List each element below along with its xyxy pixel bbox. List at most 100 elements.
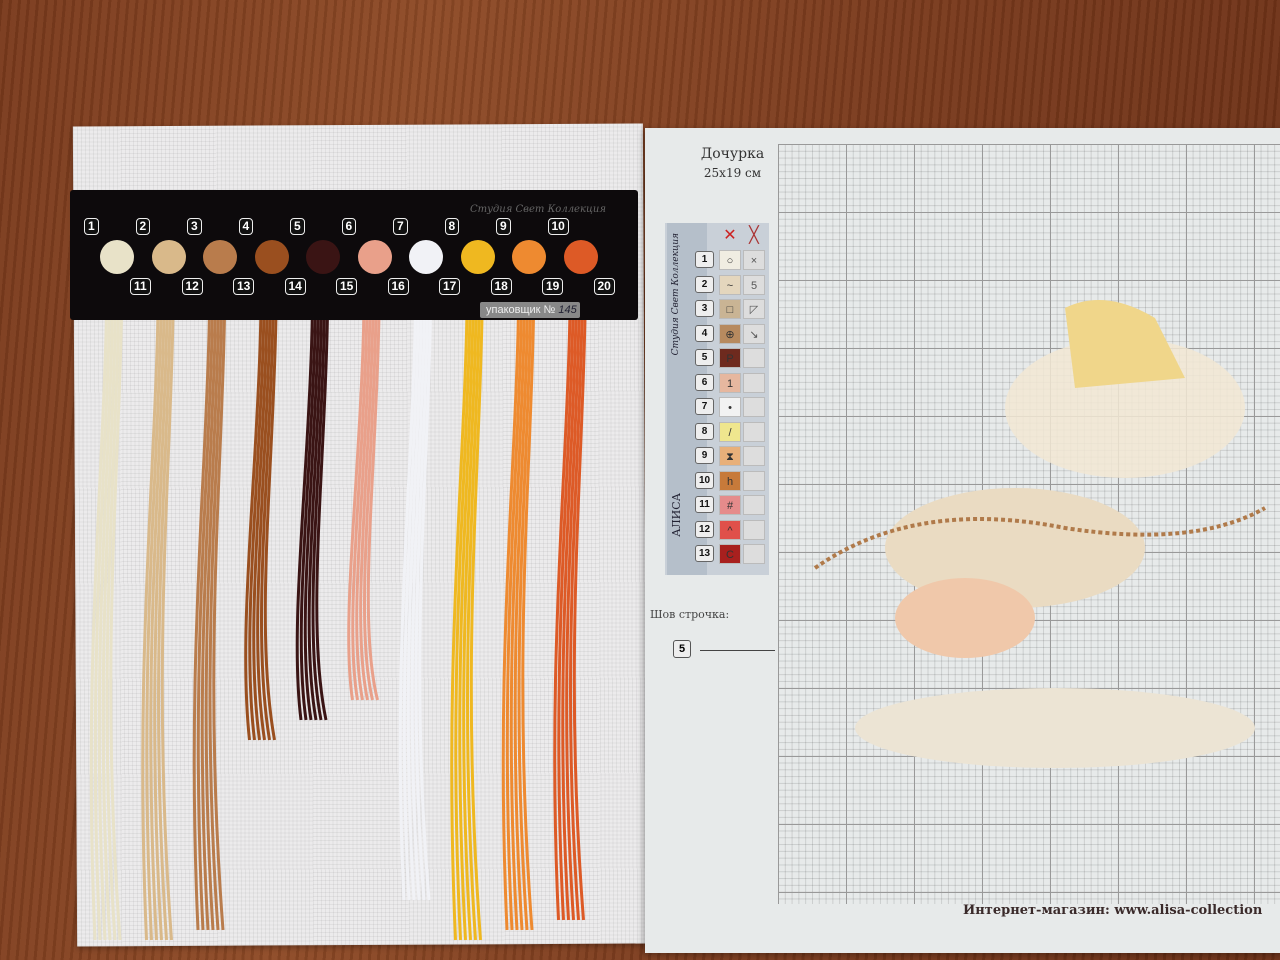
legend-symbol-half: 5 bbox=[743, 274, 765, 295]
legend-symbol: # bbox=[719, 495, 741, 515]
legend-symbol-half: ◸ bbox=[743, 299, 765, 319]
legend-row: 10 h bbox=[695, 470, 767, 492]
thread-hole bbox=[100, 240, 134, 274]
thread-hole bbox=[306, 240, 340, 274]
thread-hole bbox=[563, 240, 598, 274]
legend-row: 3 □ ◸ bbox=[695, 298, 767, 320]
slot-number: 15 bbox=[336, 278, 358, 295]
legend-number: 8 bbox=[695, 422, 714, 440]
legend-symbol: □ bbox=[719, 299, 741, 319]
slot-number: 13 bbox=[233, 278, 255, 295]
shop-footer: Интернет-магазин: www.alisa-collection bbox=[963, 903, 1263, 918]
legend-row: 4 ⊕ ↘ bbox=[695, 323, 767, 345]
slot-number: 11 bbox=[130, 278, 151, 295]
legend-number: 10 bbox=[695, 471, 714, 489]
organizer-brand: Студия Свет Коллекция bbox=[470, 204, 606, 215]
slot-number: 9 bbox=[496, 218, 511, 235]
slot-number: 1 bbox=[84, 218, 99, 235]
legend-number: 2 bbox=[695, 275, 714, 293]
legend-symbol-half: ↘ bbox=[743, 323, 765, 344]
legend-symbol-half bbox=[743, 372, 765, 393]
alisa-logo: АЛИСА bbox=[670, 493, 683, 537]
slot-number: 17 bbox=[439, 278, 461, 295]
legend-row: 11 # bbox=[695, 494, 767, 516]
legend-symbol: ~ bbox=[719, 274, 741, 295]
pattern-title: Дочурка 25x19 см bbox=[685, 146, 780, 180]
art-blob bbox=[1005, 338, 1245, 478]
pattern-sheet: Дочурка 25x19 см АЛИСА Студия Свет Коллек… bbox=[645, 128, 1280, 953]
stitch-header-full: ✕ bbox=[723, 227, 737, 244]
thread-hole bbox=[409, 240, 443, 274]
slot-number: 14 bbox=[284, 278, 306, 295]
art-hand bbox=[895, 578, 1035, 658]
slot-number: 10 bbox=[547, 218, 569, 235]
stitch-header-half: ╳ bbox=[749, 227, 759, 244]
legend-number: 4 bbox=[695, 324, 714, 342]
art-base bbox=[855, 688, 1255, 768]
legend-number: 13 bbox=[695, 545, 714, 562]
thread-hole bbox=[512, 240, 546, 274]
slot-number: 19 bbox=[542, 278, 564, 295]
size-text: 25x19 см bbox=[703, 166, 762, 180]
slot-number: 20 bbox=[593, 278, 615, 295]
legend-brand-text: Студия Свет Коллекция bbox=[671, 233, 681, 356]
thread-hole bbox=[254, 240, 289, 274]
legend-symbol: h bbox=[719, 470, 741, 491]
legend-symbol-half bbox=[743, 348, 765, 368]
legend-symbol-half bbox=[743, 421, 765, 442]
legend-symbol-half bbox=[743, 495, 765, 515]
slot-number: 5 bbox=[290, 218, 305, 235]
legend-number: 7 bbox=[695, 398, 714, 415]
slot-number: 8 bbox=[444, 218, 460, 235]
legend-symbol: P bbox=[719, 348, 741, 368]
legend-symbol-half bbox=[743, 397, 765, 417]
packer-number: 145 bbox=[558, 304, 577, 316]
slot-number: 4 bbox=[238, 218, 254, 235]
legend-number: 5 bbox=[695, 349, 714, 366]
legend-number: 6 bbox=[695, 373, 714, 391]
legend-symbol: / bbox=[719, 421, 741, 442]
legend-row: 2 ~ 5 bbox=[695, 274, 767, 296]
legend-symbol: ^ bbox=[719, 519, 741, 540]
legend-number: 3 bbox=[695, 300, 714, 317]
pattern-artwork bbox=[813, 300, 1266, 768]
legend-row: 6 1 bbox=[695, 372, 767, 394]
backstitch-label: Шов строчка: bbox=[650, 608, 730, 621]
legend-symbol: ⊕ bbox=[719, 323, 741, 344]
legend-symbol: ○ bbox=[719, 250, 741, 270]
art-hair bbox=[1065, 300, 1185, 388]
legend-number: 1 bbox=[695, 251, 714, 268]
slot-number: 16 bbox=[387, 278, 409, 295]
legend-row: 9 ⧗ bbox=[695, 445, 767, 467]
legend-row: 13 C bbox=[695, 543, 767, 565]
legend-number: 9 bbox=[695, 447, 714, 464]
legend-symbol-half bbox=[743, 519, 765, 540]
legend-symbol: 1 bbox=[719, 372, 741, 393]
slot-number: 18 bbox=[490, 278, 512, 295]
art-outline bbox=[813, 506, 1266, 570]
slot-number: 3 bbox=[187, 218, 202, 235]
title-text: Дочурка bbox=[700, 146, 765, 162]
legend-row: 7 • bbox=[695, 396, 767, 418]
legend-row: 5 P bbox=[695, 347, 767, 369]
legend-symbol: C bbox=[719, 544, 741, 564]
legend-symbol: ⧗ bbox=[719, 446, 741, 466]
slot-number: 12 bbox=[181, 278, 203, 295]
thread-hole bbox=[460, 240, 495, 274]
slot-number: 6 bbox=[341, 218, 357, 235]
backstitch-line bbox=[700, 650, 775, 651]
legend-row: 1 ○ × bbox=[695, 249, 767, 271]
art-body bbox=[885, 488, 1145, 608]
thread-hole bbox=[151, 240, 186, 274]
legend-symbol-half bbox=[743, 470, 765, 491]
packer-text: упаковщик № bbox=[486, 304, 556, 316]
packer-label: упаковщик № 145 bbox=[480, 302, 580, 318]
backstitch-number: 5 bbox=[673, 640, 691, 658]
legend-symbol-half bbox=[743, 544, 765, 564]
legend-row: 12 ^ bbox=[695, 519, 767, 541]
color-legend: АЛИСА Студия Свет Коллекция ✕ ╳ 1 ○ × 2 ~… bbox=[665, 223, 769, 575]
legend-symbol: • bbox=[719, 397, 741, 417]
thread-hole bbox=[203, 240, 237, 274]
thread-hole bbox=[357, 240, 392, 274]
